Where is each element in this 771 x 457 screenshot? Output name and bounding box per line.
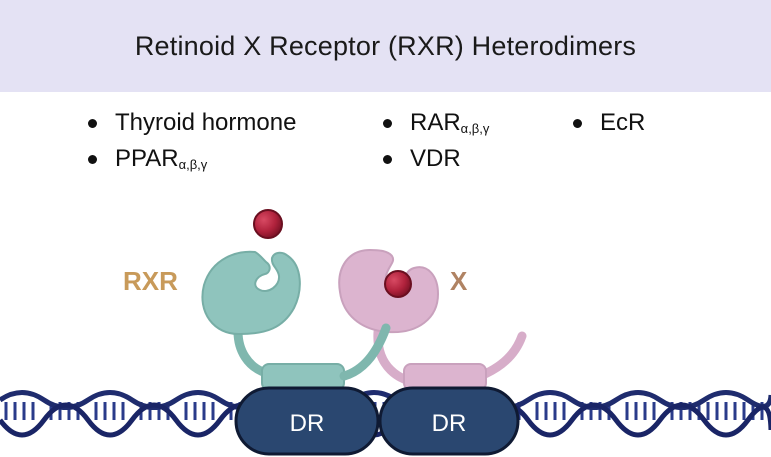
response-elements: DR DR	[234, 386, 520, 456]
title-banner: Retinoid X Receptor (RXR) Heterodimers	[0, 0, 771, 92]
rxr-dbd-hinge	[339, 323, 391, 381]
dna-binding-domains	[261, 323, 487, 391]
dr-label-left: DR	[290, 410, 325, 437]
partner-list-col2: RARα,β,γ VDR	[383, 108, 489, 180]
partner-item: Thyroid hormone	[88, 108, 296, 144]
rxr-protein	[201, 250, 301, 380]
rxr-ligand-binding-domain	[201, 250, 301, 336]
ligand-free-ball	[253, 209, 283, 239]
dr-label-right: DR	[432, 410, 467, 437]
dr-box-left	[234, 386, 380, 456]
x-label: X	[450, 266, 468, 296]
partner-list-col1: Thyroid hormone PPARα,β,γ	[88, 108, 296, 180]
partner-item: VDR	[383, 144, 489, 180]
partner-list-col3: EcR	[573, 108, 645, 144]
x-dna-binding-domain	[403, 363, 487, 391]
rxr-dna-binding-domain	[261, 363, 345, 391]
rxr-label: RXR	[123, 266, 178, 296]
diagram-title: Retinoid X Receptor (RXR) Heterodimers	[134, 30, 637, 61]
partner-item: EcR	[573, 108, 645, 144]
partner-item: RARα,β,γ	[383, 108, 489, 144]
dr-box-right	[378, 386, 520, 456]
partner-item: PPARα,β,γ	[88, 144, 296, 180]
ligand-bound-ball	[384, 270, 412, 298]
